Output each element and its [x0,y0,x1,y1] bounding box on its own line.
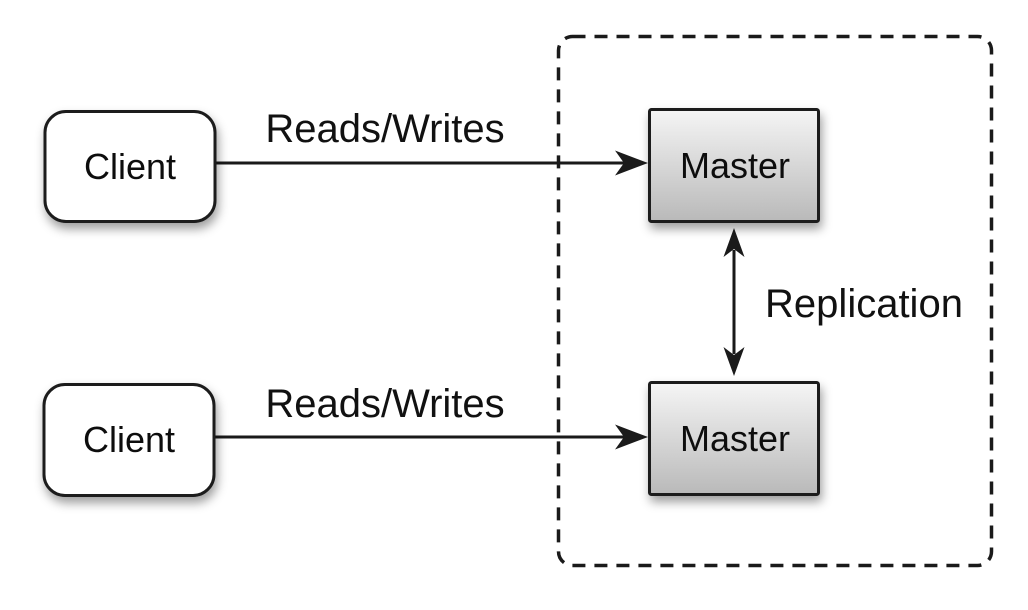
master-node-bottom-label: Master [680,418,790,459]
master-node-bottom: Master [648,381,820,496]
master-node-top-box [648,108,820,223]
client-node-bottom-box [42,383,216,497]
replication-label: Replication [765,282,963,326]
client-node-top: Client [43,110,217,223]
client-node-bottom: Client [42,383,216,497]
arrowhead-up-icon [723,228,745,257]
reads-writes-label-top: Reads/Writes [265,107,504,151]
reads-writes-arrow-bottom [214,424,648,450]
master-node-bottom-box [648,381,820,496]
replication-cluster-dashed-border [556,34,994,568]
client-node-top-box [43,110,217,223]
client-node-top-label: Client [84,146,176,187]
master-node-top-label: Master [680,145,790,186]
master-node-top: Master [648,108,820,223]
arrowhead-down-icon [723,347,745,376]
arrowhead-right-icon [615,424,648,450]
reads-writes-label-bottom: Reads/Writes [265,382,504,426]
arrowhead-right-icon [615,150,648,176]
client-node-bottom-label: Client [83,419,175,460]
reads-writes-arrow-top [215,150,648,176]
replication-arrow [723,228,745,376]
